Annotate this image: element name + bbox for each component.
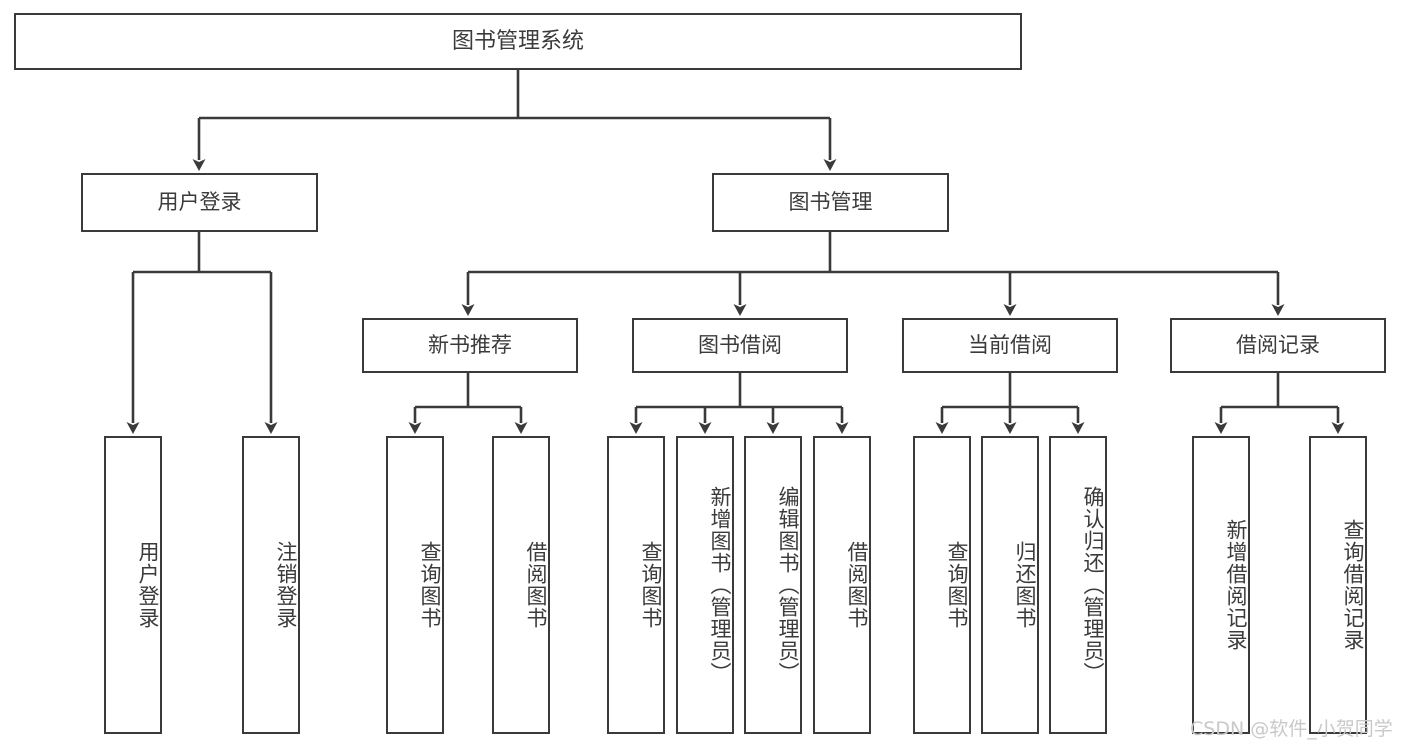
node-label: 归还图书 <box>1013 541 1037 629</box>
leaf-borrow-borrow-book[interactable]: 借阅图书 <box>813 436 871 734</box>
leaf-borrow-add-book-admin[interactable]: 新增图书（管理员） <box>676 436 734 734</box>
node-book-borrow[interactable]: 图书借阅 <box>632 318 848 373</box>
leaf-current-return-book[interactable]: 归还图书 <box>981 436 1039 734</box>
node-user-login[interactable]: 用户登录 <box>81 173 318 232</box>
leaf-borrow-edit-book-admin[interactable]: 编辑图书（管理员） <box>744 436 802 734</box>
node-root-system[interactable]: 图书管理系统 <box>14 13 1022 70</box>
leaf-user-login-login[interactable]: 用户登录 <box>104 436 162 734</box>
node-label: 确认归还（管理员） <box>1081 486 1105 684</box>
node-label: 图书借阅 <box>698 333 782 358</box>
node-new-book-recommend[interactable]: 新书推荐 <box>362 318 578 373</box>
leaf-recommend-borrow-book[interactable]: 借阅图书 <box>492 436 550 734</box>
node-label: 查询图书 <box>418 541 442 629</box>
node-current-borrow[interactable]: 当前借阅 <box>902 318 1118 373</box>
node-label: 新增图书（管理员） <box>708 486 732 684</box>
node-label: 图书管理系统 <box>451 28 584 54</box>
node-label: 图书管理 <box>788 190 873 215</box>
node-label: 当前借阅 <box>968 333 1052 358</box>
node-label: 用户登录 <box>157 190 242 215</box>
node-book-management[interactable]: 图书管理 <box>712 173 949 232</box>
node-label: 新书推荐 <box>428 333 512 358</box>
node-borrow-record[interactable]: 借阅记录 <box>1170 318 1386 373</box>
node-label: 编辑图书（管理员） <box>776 486 800 684</box>
node-label: 借阅图书 <box>524 541 548 629</box>
node-label: 查询借阅记录 <box>1341 519 1365 651</box>
node-label: 新增借阅记录 <box>1224 519 1248 651</box>
node-label: 查询图书 <box>639 541 663 629</box>
node-label: 用户登录 <box>136 541 160 629</box>
leaf-record-add-record[interactable]: 新增借阅记录 <box>1192 436 1250 734</box>
leaf-recommend-query-book[interactable]: 查询图书 <box>386 436 444 734</box>
node-label: 借阅记录 <box>1236 333 1320 358</box>
leaf-user-login-logout[interactable]: 注销登录 <box>242 436 300 734</box>
node-label: 借阅图书 <box>845 541 869 629</box>
node-label: 查询图书 <box>945 541 969 629</box>
leaf-current-confirm-return-admin[interactable]: 确认归还（管理员） <box>1049 436 1107 734</box>
leaf-current-query-book[interactable]: 查询图书 <box>913 436 971 734</box>
leaf-record-query-record[interactable]: 查询借阅记录 <box>1309 436 1367 734</box>
node-label: 注销登录 <box>274 541 298 629</box>
csdn-watermark: CSDN @软件_小贺同学 <box>1190 718 1393 740</box>
leaf-borrow-query-book[interactable]: 查询图书 <box>607 436 665 734</box>
